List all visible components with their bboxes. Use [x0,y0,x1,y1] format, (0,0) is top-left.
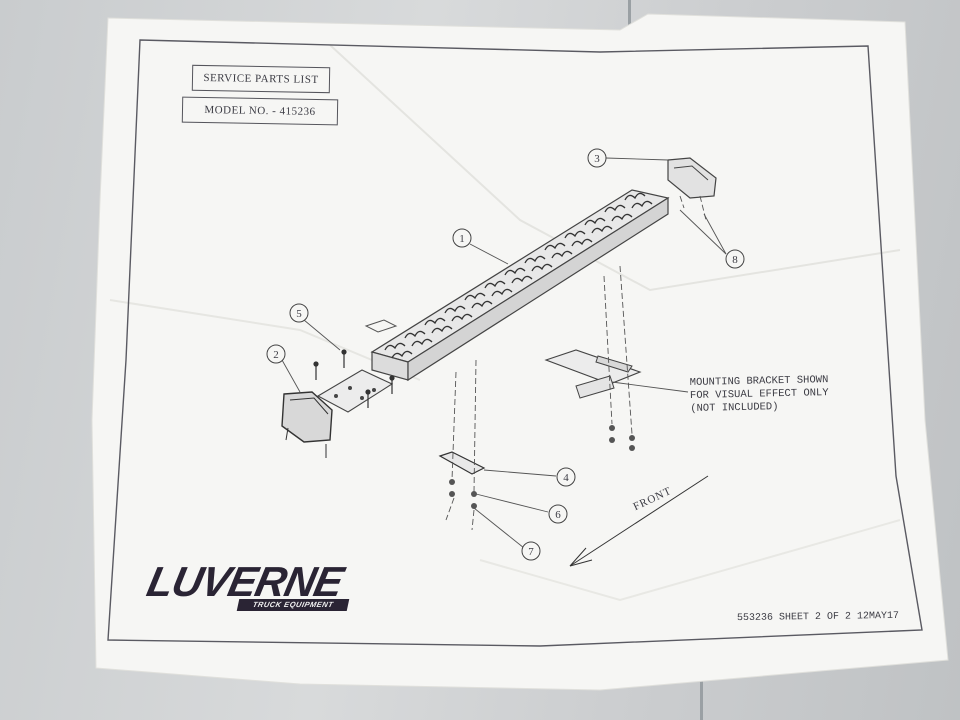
model-label: MODEL NO. [204,104,270,118]
mounting-bracket-note: MOUNTING BRACKET SHOWN FOR VISUAL EFFECT… [690,373,881,416]
callout-3: 3 [587,148,607,168]
svg-text:3: 3 [594,153,600,165]
leader-lines [281,157,727,549]
paper-crease [479,519,901,602]
logo-brand: LUVERNE [143,558,347,605]
nuts-and-washers [449,425,635,509]
svg-text:5: 5 [296,308,302,320]
callout-4: 4 [556,467,576,487]
callout-8: 8 [725,249,745,269]
screws [313,349,395,408]
svg-text:4: 4 [563,472,569,484]
callout-5: 5 [289,303,309,323]
bracket-plate [438,451,486,475]
sheet-footer: 553236 SHEET 2 OF 2 12MAY17 [736,610,900,625]
step-tread [370,189,670,382]
floor-seam [700,668,703,720]
callout-6: 6 [548,504,568,524]
svg-text:8: 8 [732,254,738,266]
callout-1: 1 [452,228,472,248]
model-number-box: MODEL NO. - 415236 [181,96,339,126]
end-cap-front [281,391,333,458]
parts-list-title: SERVICE PARTS LIST [191,64,331,94]
logo-tagline: TRUCK EQUIPMENT [236,599,350,611]
luverne-logo: LUVERNE TRUCK EQUIPMENT [143,558,350,616]
callout-2: 2 [266,344,286,364]
label-plate [364,319,398,333]
paper [91,13,949,691]
svg-text:2: 2 [273,349,279,361]
svg-text:1: 1 [459,233,465,245]
sheet-border [107,39,923,647]
svg-text:6: 6 [555,509,561,521]
svg-text:7: 7 [528,546,534,558]
end-cap-rear [667,157,717,199]
parts-list-title-text: SERVICE PARTS LIST [203,71,319,87]
mounting-bracket [544,349,642,399]
model-number: - 415236 [272,105,316,118]
callout-7: 7 [521,541,541,561]
front-arrow [569,475,709,567]
